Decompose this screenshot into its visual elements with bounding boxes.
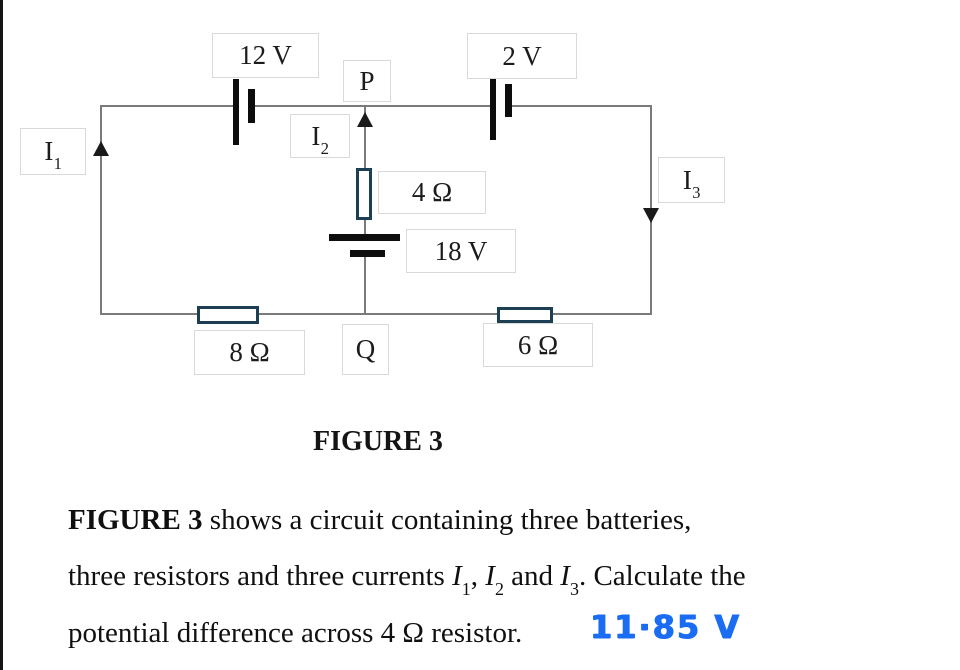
battery-18v-label-text: 18 V <box>434 235 488 266</box>
paragraph-line-1: FIGURE 3 shows a circuit containing thre… <box>68 504 691 537</box>
resistor-6ohm-symbol <box>497 307 553 323</box>
resistor-4ohm-symbol <box>356 168 372 220</box>
paragraph-line-2-post: . Calculate the <box>578 560 746 592</box>
battery-12v-label-text: 12 V <box>239 40 292 70</box>
paragraph-separator-1: , <box>470 560 486 592</box>
paragraph-line-1-text: shows a circuit containing three batteri… <box>202 504 692 536</box>
current-i1-arrow-icon <box>93 141 109 156</box>
middle-branch-wire-upper <box>364 105 366 169</box>
inline-current-i1: I1 <box>452 560 471 600</box>
battery-2v-label-text: 2 V <box>502 40 542 71</box>
node-q-label: Q <box>342 324 389 375</box>
paragraph-line-3: potential difference across 4 Ω resistor… <box>68 617 522 650</box>
inline-current-i2: I2 <box>485 560 504 600</box>
left-border-line <box>0 0 3 670</box>
paragraph-line-3-text: potential difference across 4 Ω resistor… <box>68 617 523 649</box>
current-i3-label-text: I3 <box>682 164 701 202</box>
battery-2v-long-plate <box>490 78 496 140</box>
battery-2v-short-plate <box>505 84 512 117</box>
node-p-label-text: P <box>359 65 375 96</box>
paragraph-line-2: three resistors and three currents I1, I… <box>68 560 746 600</box>
battery-2v-label: 2 V <box>467 33 577 79</box>
middle-branch-wire-lower <box>364 256 366 315</box>
current-i2-arrow-icon <box>357 112 373 127</box>
resistor-8ohm-label: 8 Ω <box>194 330 305 375</box>
battery-12v-long-plate <box>233 79 239 145</box>
battery-18v-short-plate <box>350 250 385 257</box>
paragraph-separator-2: and <box>503 560 561 592</box>
battery-12v-short-plate <box>248 89 255 123</box>
resistor-6ohm-label-text: 6 Ω <box>517 329 559 360</box>
current-i3-arrow-icon <box>643 208 659 223</box>
current-i3-label: I3 <box>658 157 725 203</box>
node-p-label: P <box>343 60 391 102</box>
top-wire-middle-segment <box>253 105 494 107</box>
left-wire <box>100 105 102 315</box>
resistor-8ohm-symbol <box>197 306 259 324</box>
top-wire-right-segment <box>510 105 652 107</box>
middle-branch-wire-mid <box>364 219 366 235</box>
resistor-4ohm-label-text: 4 Ω <box>411 177 453 207</box>
handwritten-answer: 11·85 V <box>590 608 742 646</box>
paragraph-line-2-pre: three resistors and three currents <box>68 560 453 592</box>
resistor-4ohm-label: 4 Ω <box>378 171 486 214</box>
current-i1-label-text: I1 <box>44 136 63 174</box>
current-i2-label: I2 <box>290 114 350 158</box>
resistor-6ohm-label: 6 Ω <box>483 323 593 367</box>
inline-current-i3: I3 <box>560 560 579 600</box>
resistor-8ohm-label-text: 8 Ω <box>229 337 270 367</box>
bottom-wire <box>100 313 652 315</box>
battery-18v-label: 18 V <box>406 229 516 273</box>
figure-caption: FIGURE 3 <box>313 426 443 457</box>
node-q-label-text: Q <box>355 334 376 364</box>
battery-18v-long-plate <box>329 234 400 241</box>
current-i1-label: I1 <box>20 128 86 175</box>
current-i2-label-text: I2 <box>311 120 330 158</box>
paragraph-figure-ref: FIGURE 3 <box>68 504 203 536</box>
top-wire-left-segment <box>100 105 237 107</box>
battery-12v-label: 12 V <box>212 33 319 78</box>
